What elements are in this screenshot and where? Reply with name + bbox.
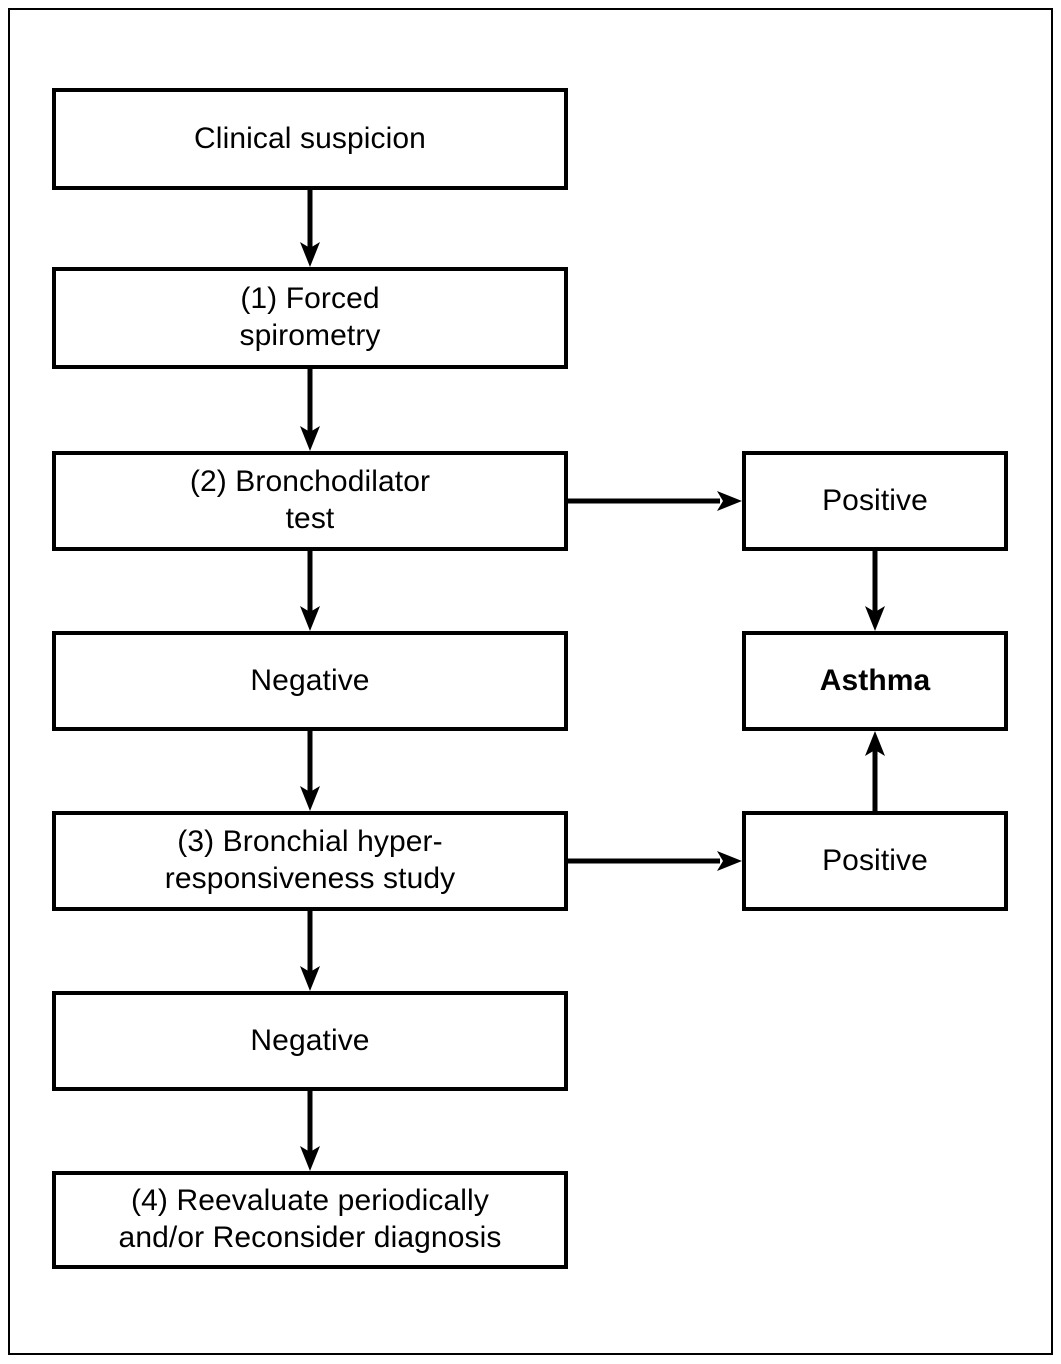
node-label: (1) Forced spirometry: [239, 282, 381, 352]
arrow-positive-lower-to-asthma: [857, 731, 893, 811]
node-label: Positive: [822, 843, 928, 877]
arrow-forced-spirometry-to-bronchodilator-test: [292, 369, 328, 451]
node-label: Clinical suspicion: [194, 121, 426, 155]
arrow-negative-2-to-reevaluate: [292, 1091, 328, 1171]
arrow-bronchial-study-to-positive-lower: [568, 842, 742, 880]
node-asthma[interactable]: Asthma: [742, 631, 1008, 731]
node-label: Positive: [822, 483, 928, 517]
arrow-negative-1-to-bronchial-hyperresponsiveness-study: [292, 731, 328, 811]
arrow-positive-upper-to-asthma: [857, 551, 893, 631]
figure-border: [8, 8, 1053, 1355]
node-bronchodilator-test[interactable]: (2) Bronchodilator test: [52, 451, 568, 551]
node-label: Asthma: [819, 663, 931, 697]
arrow-bronchial-study-to-negative-2: [292, 911, 328, 991]
arrow-bronchodilator-test-to-negative-1: [292, 551, 328, 631]
arrow-clinical-suspicion-to-forced-spirometry: [292, 190, 328, 267]
node-negative-1[interactable]: Negative: [52, 631, 568, 731]
node-label: (4) Reevaluate periodically and/or Recon…: [118, 1184, 502, 1254]
node-clinical-suspicion[interactable]: Clinical suspicion: [52, 88, 568, 190]
node-label: (2) Bronchodilator test: [189, 465, 431, 535]
node-negative-2[interactable]: Negative: [52, 991, 568, 1091]
node-label: Negative: [250, 663, 370, 697]
node-positive-1[interactable]: Positive: [742, 451, 1008, 551]
node-positive-2[interactable]: Positive: [742, 811, 1008, 911]
node-label: (3) Bronchial hyper- responsiveness stud…: [164, 825, 456, 895]
node-bronchial-hyperresponsiveness-study[interactable]: (3) Bronchial hyper- responsiveness stud…: [52, 811, 568, 911]
node-forced-spirometry[interactable]: (1) Forced spirometry: [52, 267, 568, 369]
node-label: Negative: [250, 1023, 370, 1057]
node-reevaluate-reconsider[interactable]: (4) Reevaluate periodically and/or Recon…: [52, 1171, 568, 1269]
arrow-bronchodilator-test-to-positive-upper: [568, 482, 742, 520]
